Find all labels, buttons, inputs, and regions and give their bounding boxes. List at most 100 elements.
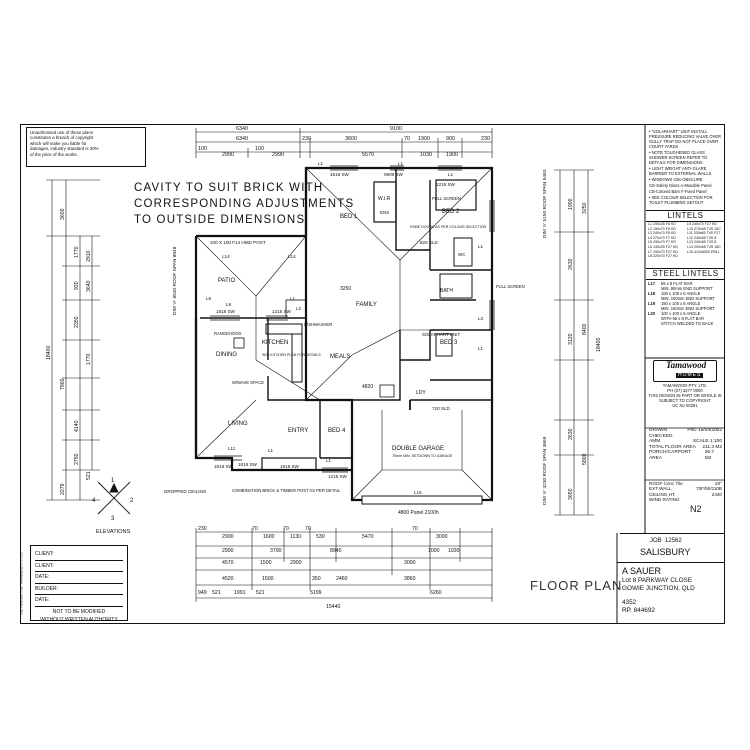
lintel-tag: L1 xyxy=(268,448,274,453)
note-line: • NOTE TOUGHENED GLASS SHOWER SCREEN REF… xyxy=(649,150,708,165)
lintels-title: LINTELS xyxy=(646,210,725,222)
dim-label: 3600 xyxy=(345,136,357,142)
window-tag: 1215 SW xyxy=(436,182,456,187)
steel-lintel-row: MIN. 100mm END SUPPORT xyxy=(648,296,724,301)
dim-label: 6260 xyxy=(430,590,442,596)
lintel-tag: L3 xyxy=(478,316,484,321)
right-dimensions xyxy=(554,169,594,516)
dim-label: 1930 xyxy=(448,548,460,554)
garage-door xyxy=(361,495,483,505)
room-patio: PATIO xyxy=(218,278,235,284)
garage-note: 75mm MIN. SETDOWN TO GARAGE xyxy=(392,454,453,458)
room-ens: ENS xyxy=(380,210,389,215)
room-entry: ENTRY xyxy=(288,428,308,434)
steel-lintel-desc: 150 x 100 x 8 ANGLE xyxy=(661,301,701,306)
room-bath: BATH xyxy=(440,288,453,294)
dim-label: 900 xyxy=(446,136,455,142)
client-label: CLIENT: xyxy=(35,562,54,569)
note-line: SG-Safety Glass A-Movable Panel xyxy=(649,183,712,188)
dim-3250: 3250 xyxy=(340,286,351,292)
lintel-tag: L14 xyxy=(288,254,296,259)
steel-lintel-desc: MIN. 90mm END SUPPORT xyxy=(661,286,713,291)
left-dimensions xyxy=(46,179,100,501)
garage-panel-label: 4800 Panel 2100h xyxy=(398,510,439,516)
floor-plan-title: FLOOR PLAN xyxy=(530,578,623,593)
dim-label: 4570 xyxy=(222,560,234,566)
dim-label: 3860 xyxy=(404,576,416,582)
steel-lintel-desc: 100 x 100 x 6 ANGLE xyxy=(661,291,701,296)
lintel-tag: L1 xyxy=(318,161,324,166)
lintel-entry: L9 240x70 F27 KD xyxy=(687,222,717,226)
lintel-tag: L1 xyxy=(290,296,296,301)
dim-label: 230 xyxy=(198,526,207,532)
roof-span-labels: DIM 'A' 8530 ROOF SPAN 8948 DIM 'A' 5150… xyxy=(172,169,548,505)
window-tag: 1215 SW xyxy=(272,309,292,314)
room-ldy: LDY xyxy=(416,390,426,396)
window-tag: 1818 SW xyxy=(280,464,300,469)
window-tag: 1215 SW xyxy=(328,474,348,479)
elevation-number: 3 xyxy=(111,516,115,522)
dim-label: 70 xyxy=(283,526,289,532)
lintel-entry: L7 190x70 F27 KD xyxy=(648,249,678,254)
company-design-note: THIS DESIGN IN PART OR WHOLE IS SUBJECT … xyxy=(648,393,722,403)
elevations-label: ELEVATIONS xyxy=(96,529,131,535)
modify-note-2: WITHOUT WRITTEN AUTHORITY xyxy=(40,616,118,623)
dim-label: 920 xyxy=(74,281,80,290)
lintel-entry: L14 290x65 T4S 18C xyxy=(687,244,721,249)
dim-label: 2900 xyxy=(222,548,234,554)
owner-rp: RP. 844692 xyxy=(622,607,655,614)
room-wc: WC xyxy=(458,252,466,257)
porch-area-value: 26.7 M2 xyxy=(704,450,715,461)
steel-lintel-code: L19 xyxy=(648,301,656,306)
roof-span-label: DIM 'A' 5150 ROOF SPAN 5483 xyxy=(542,169,548,238)
elevation-number: 4 xyxy=(92,498,96,504)
date-label: DATE: xyxy=(35,574,50,580)
steel-lintel-row: WITH 65 x 8 FLAT BAR xyxy=(648,316,724,321)
cavity-note: CAVITY TO SUIT BRICK WITH CORRESPONDING … xyxy=(134,180,354,228)
dim-label: 3120 xyxy=(568,333,574,345)
dishwasher-label: D/SHWASHER xyxy=(304,322,332,327)
ceiling-label: CEILING HT. xyxy=(649,491,676,497)
dim-label: 6340 xyxy=(236,126,248,132)
cavity-note-line: CAVITY TO SUIT BRICK WITH xyxy=(134,182,324,194)
wind-rating-value: N2 xyxy=(690,504,702,514)
dim-label: 5199 xyxy=(310,590,322,596)
dim-label: 3650 xyxy=(568,488,574,500)
dim-label: 5570 xyxy=(362,152,374,158)
steel-lintel-row: L19 150 x 100 x 8 ANGLE xyxy=(648,301,724,306)
roof-span-label: DIM 'A' 8530 ROOF SPAN 8948 xyxy=(172,246,178,315)
dim-label: 1500 xyxy=(260,560,272,566)
room-bed1: BED 1 xyxy=(340,214,358,220)
dim-label: 3600 xyxy=(60,208,66,220)
sld-label: 720 SLD xyxy=(432,406,451,411)
lintel-entry: L6 240x25 F27 KD xyxy=(648,244,678,249)
roof-pitch: 20° xyxy=(715,481,722,486)
drawing-border xyxy=(20,124,725,624)
room-meals: MEALS xyxy=(330,354,350,360)
job-name: SALISBURY xyxy=(640,547,691,557)
dim-label: 3250 xyxy=(582,202,588,214)
roof-label: ROOF xyxy=(649,481,663,486)
dim-label: 230 xyxy=(481,136,490,142)
room-labels: BED 1 BED 2 BED 3 BED 4 W.I.R FAMILY MEA… xyxy=(164,196,525,516)
dim-label: 100 xyxy=(198,146,207,152)
total-area-value: 211.3 M2 xyxy=(702,444,722,450)
dim-label: 2910 xyxy=(86,250,92,262)
lintel-tag: L15 xyxy=(414,490,422,495)
owner-name: A SAUER xyxy=(622,566,662,576)
steel-lintel-row: MIN. 90mm END SUPPORT xyxy=(648,286,724,291)
dim-label: 4140 xyxy=(74,420,80,432)
steel-lintel-code: L17 xyxy=(648,281,656,286)
steel-lintel-code: L20 xyxy=(648,311,656,316)
cavity-note-line: CORRESPONDING ADJUSTMENTS xyxy=(134,198,355,210)
dropped-ceiling-label: DROPPED CEILING xyxy=(164,489,207,494)
builder-label: BUILDER: xyxy=(35,585,59,592)
elevation-number: 2 xyxy=(130,498,134,504)
dim-label: 2279 xyxy=(60,483,66,495)
job-number: 12562 xyxy=(665,538,682,544)
rangehood-label: RANGEHOOD xyxy=(214,331,241,336)
